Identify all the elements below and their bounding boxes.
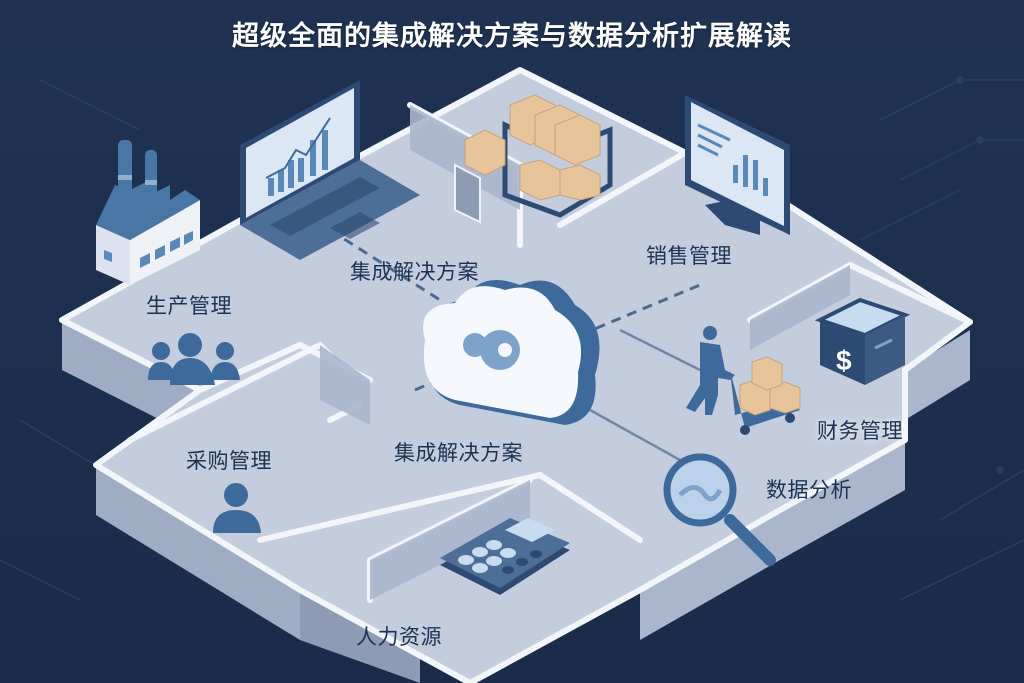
worker-cart-icon — [686, 326, 801, 435]
solid-lines — [589, 328, 701, 462]
circuit-lines-decoration — [0, 76, 1024, 601]
label-production: 生产管理 — [146, 294, 232, 318]
door-icon — [454, 163, 481, 224]
laptop-chart-icon — [240, 80, 420, 260]
people-group-icon — [148, 333, 240, 385]
factory-icon — [96, 140, 200, 285]
label-integration-top: 集成解决方案 — [350, 260, 479, 284]
page-title: 超级全面的集成解决方案与数据分析扩展解读 — [232, 21, 792, 52]
label-sales: 销售管理 — [646, 244, 732, 268]
cloud-gear-icon — [423, 280, 600, 425]
svg-text:$: $ — [836, 345, 852, 376]
label-human-resources: 人力资源 — [356, 625, 442, 649]
person-icon — [213, 483, 261, 533]
label-finance: 财务管理 — [817, 419, 903, 443]
label-integration-center: 集成解决方案 — [394, 441, 523, 465]
label-procurement: 采购管理 — [186, 449, 272, 473]
calculator-icon — [440, 518, 570, 595]
safe-dollar-icon: $ — [814, 297, 911, 385]
label-data-analysis: 数据分析 — [766, 478, 852, 502]
monitor-chart-icon — [685, 95, 790, 235]
warehouse-boxes-icon — [464, 94, 613, 218]
magnifier-icon — [663, 453, 776, 566]
